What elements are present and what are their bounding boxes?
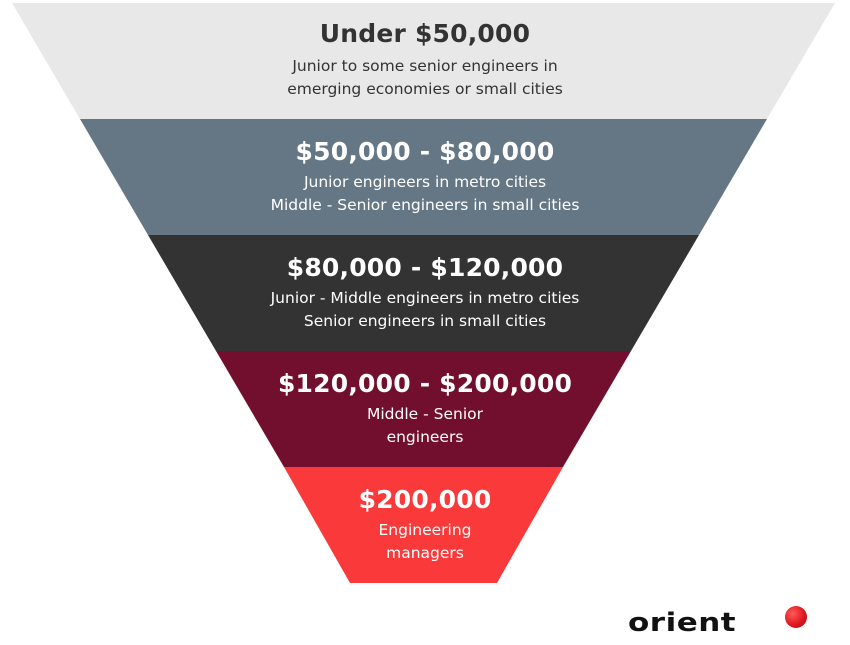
- band-1-desc-line: Junior to some senior engineers in: [292, 57, 558, 75]
- band-1-content: Under $50,000 Junior to some senior engi…: [0, 19, 850, 101]
- funnel-band-5: [284, 467, 563, 583]
- band-2-desc-line: Middle - Senior engineers in small citie…: [270, 196, 580, 214]
- band-4-content: $120,000 - $200,000 Middle - Senior engi…: [0, 369, 850, 449]
- logo-red-dot-icon: [785, 606, 807, 628]
- band-1-title: Under $50,000: [319, 19, 531, 48]
- funnel-band-3: [148, 235, 699, 351]
- band-5-desc-line: managers: [386, 544, 464, 562]
- logo-wordmark: orient: [628, 608, 737, 638]
- band-2-title: $50,000 - $80,000: [295, 137, 555, 166]
- band-3-desc-line: Junior - Middle engineers in metro citie…: [270, 289, 580, 307]
- band-3-description: Junior - Middle engineers in metro citie…: [0, 287, 850, 333]
- funnel-band-2: [80, 119, 767, 235]
- band-4-description: Middle - Senior engineers: [0, 403, 850, 449]
- band-4-desc-line: Middle - Senior: [366, 405, 483, 423]
- band-5-title: $200,000: [358, 485, 492, 514]
- funnel-band-1: [12, 3, 835, 119]
- band-4-title: $120,000 - $200,000: [277, 369, 573, 398]
- orient-logo: orient: [628, 603, 818, 643]
- band-1-desc-line: emerging economies or small cities: [287, 80, 563, 98]
- band-3-content: $80,000 - $120,000 Junior - Middle engin…: [0, 253, 850, 333]
- band-5-content: $200,000 Engineering managers: [0, 485, 850, 565]
- band-5-description: Engineering managers: [0, 519, 850, 565]
- band-2-content: $50,000 - $80,000 Junior engineers in me…: [0, 137, 850, 217]
- band-2-description: Junior engineers in metro cities Middle …: [0, 171, 850, 217]
- band-3-desc-line: Senior engineers in small cities: [303, 312, 547, 330]
- band-3-title: $80,000 - $120,000: [286, 253, 564, 282]
- band-2-desc-line: Junior engineers in metro cities: [303, 173, 547, 191]
- band-4-desc-line: engineers: [386, 428, 464, 446]
- funnel-band-4: [216, 351, 631, 467]
- band-5-desc-line: Engineering: [378, 521, 472, 539]
- band-1-description: Junior to some senior engineers in emerg…: [0, 55, 850, 101]
